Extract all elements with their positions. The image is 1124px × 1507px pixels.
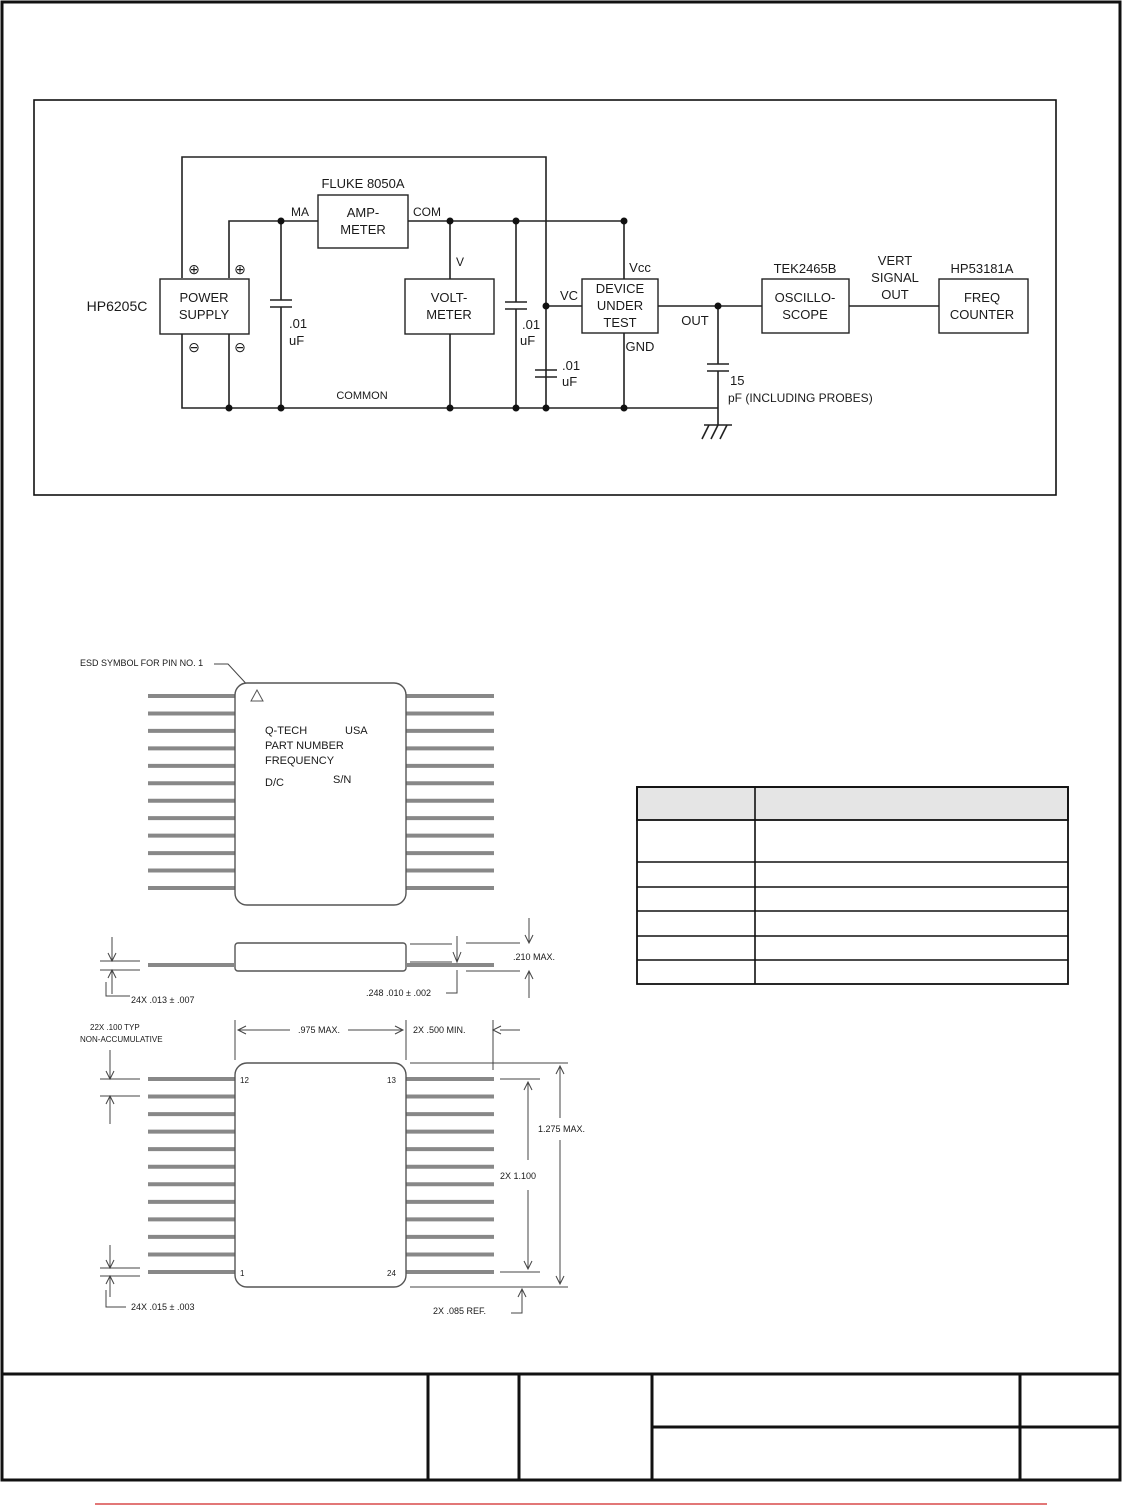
svg-text:Vcc: Vcc (629, 260, 651, 275)
device-under-test: DEVICE UNDER TEST VC Vcc GND OUT (560, 260, 709, 354)
pin-1-label: 1 (240, 1269, 245, 1278)
common-label: COMMON (336, 390, 387, 402)
svg-text:POWER: POWER (179, 290, 228, 305)
svg-text:METER: METER (340, 222, 386, 237)
ammeter: FLUKE 8050A AMP- METER MA COM (291, 176, 441, 249)
svg-text:.248 .010 ± .002: .248 .010 ± .002 (366, 988, 431, 998)
svg-text:1.275 MAX.: 1.275 MAX. (538, 1124, 585, 1134)
minus-terminal-icon: ⊖ (188, 339, 200, 355)
side-view: 24X .013 ± .007 .248 .010 ± .002 .210 MA… (100, 918, 555, 1005)
svg-text:USA: USA (345, 725, 368, 737)
vert-signal-label: VERT SIGNAL OUT (871, 253, 919, 302)
svg-text:uF: uF (562, 374, 577, 389)
svg-text:2X .085 REF.: 2X .085 REF. (433, 1306, 486, 1316)
package-marking: Q-TECH USA PART NUMBER FREQUENCY D/C S/N (265, 725, 368, 789)
title-block (2, 1372, 1120, 1480)
svg-text:NON-ACCUMULATIVE: NON-ACCUMULATIVE (80, 1035, 163, 1044)
svg-text:OUT: OUT (881, 287, 909, 302)
esd-note: ESD SYMBOL FOR PIN NO. 1 (80, 658, 203, 668)
svg-text:.01: .01 (522, 317, 540, 332)
spec-table (636, 786, 1069, 985)
svg-text:.01: .01 (562, 358, 580, 373)
svg-text:S/N: S/N (333, 774, 351, 786)
svg-text:GND: GND (626, 339, 655, 354)
top-view-leads (148, 694, 494, 890)
svg-text:.01: .01 (289, 316, 307, 331)
svg-text:COM: COM (413, 205, 441, 219)
svg-text:AMP-: AMP- (347, 205, 380, 220)
svg-text:DEVICE: DEVICE (596, 281, 645, 296)
svg-text:PART NUMBER: PART NUMBER (265, 740, 344, 752)
oscilloscope: TEK2465B OSCILLO- SCOPE (761, 261, 850, 334)
svg-text:.210 MAX.: .210 MAX. (513, 952, 555, 962)
svg-text:V: V (456, 255, 464, 269)
svg-text:Q-TECH: Q-TECH (265, 725, 307, 737)
plus-terminal-icon: ⊕ (234, 261, 246, 277)
package-outline-drawing: ESD SYMBOL FOR PIN NO. 1 Q-TECH USA PART… (80, 658, 585, 1316)
minus-terminal-icon: ⊖ (234, 339, 246, 355)
plus-terminal-icon: ⊕ (188, 261, 200, 277)
bottom-view-leads (148, 1077, 494, 1274)
svg-text:VERT: VERT (878, 253, 912, 268)
ground-icon (701, 424, 732, 440)
pin-13-label: 13 (387, 1076, 396, 1085)
pin-12-label: 12 (240, 1076, 249, 1085)
svg-text:pF (INCLUDING PROBES): pF (INCLUDING PROBES) (728, 391, 873, 405)
svg-text:SUPPLY: SUPPLY (179, 307, 230, 322)
svg-text:VC: VC (560, 288, 578, 303)
test-circuit-schematic: POWER SUPPLY HP6205C ⊕ ⊕ ⊖ ⊖ FLUKE 8050A… (33, 99, 1057, 496)
svg-text:FREQUENCY: FREQUENCY (265, 755, 335, 767)
top-view-body (234, 682, 407, 906)
svg-text:FLUKE 8050A: FLUKE 8050A (321, 176, 404, 191)
pitch-note: 22X .100 TYP (90, 1023, 140, 1032)
svg-text:OSCILLO-: OSCILLO- (775, 290, 836, 305)
svg-text:VOLT-: VOLT- (431, 290, 468, 305)
power-supply: POWER SUPPLY HP6205C ⊕ ⊕ ⊖ ⊖ (87, 261, 250, 355)
esd-triangle-icon (250, 688, 264, 702)
power-supply-model: HP6205C (87, 298, 148, 314)
svg-text:D/C: D/C (265, 777, 284, 789)
pin-24-label: 24 (387, 1269, 396, 1278)
svg-text:UNDER: UNDER (597, 298, 643, 313)
svg-text:24X .013 ± .007: 24X .013 ± .007 (131, 995, 195, 1005)
frequency-counter: HP53181A FREQ COUNTER (938, 261, 1029, 334)
schematic-frame (33, 99, 1057, 496)
svg-text:SIGNAL: SIGNAL (871, 270, 919, 285)
svg-text:OUT: OUT (681, 313, 709, 328)
svg-text:MA: MA (291, 205, 309, 219)
svg-text:24X .015 ± .003: 24X .015 ± .003 (131, 1302, 195, 1312)
svg-text:uF: uF (520, 333, 535, 348)
junction-dots (225, 217, 722, 412)
svg-text:TEK2465B: TEK2465B (774, 261, 837, 276)
svg-text:SCOPE: SCOPE (782, 307, 828, 322)
svg-text:2X .500 MIN.: 2X .500 MIN. (413, 1025, 466, 1035)
svg-text:uF: uF (289, 333, 304, 348)
svg-text:2X 1.100: 2X 1.100 (500, 1171, 536, 1181)
svg-text:FREQ: FREQ (964, 290, 1000, 305)
svg-text:METER: METER (426, 307, 472, 322)
voltmeter: V VOLT- METER (404, 255, 495, 335)
svg-text:HP53181A: HP53181A (951, 261, 1014, 276)
svg-text:COUNTER: COUNTER (950, 307, 1014, 322)
svg-text:15: 15 (730, 373, 744, 388)
svg-text:TEST: TEST (603, 315, 636, 330)
bottom-view-body (234, 1062, 407, 1288)
svg-text:.975 MAX.: .975 MAX. (298, 1025, 340, 1035)
